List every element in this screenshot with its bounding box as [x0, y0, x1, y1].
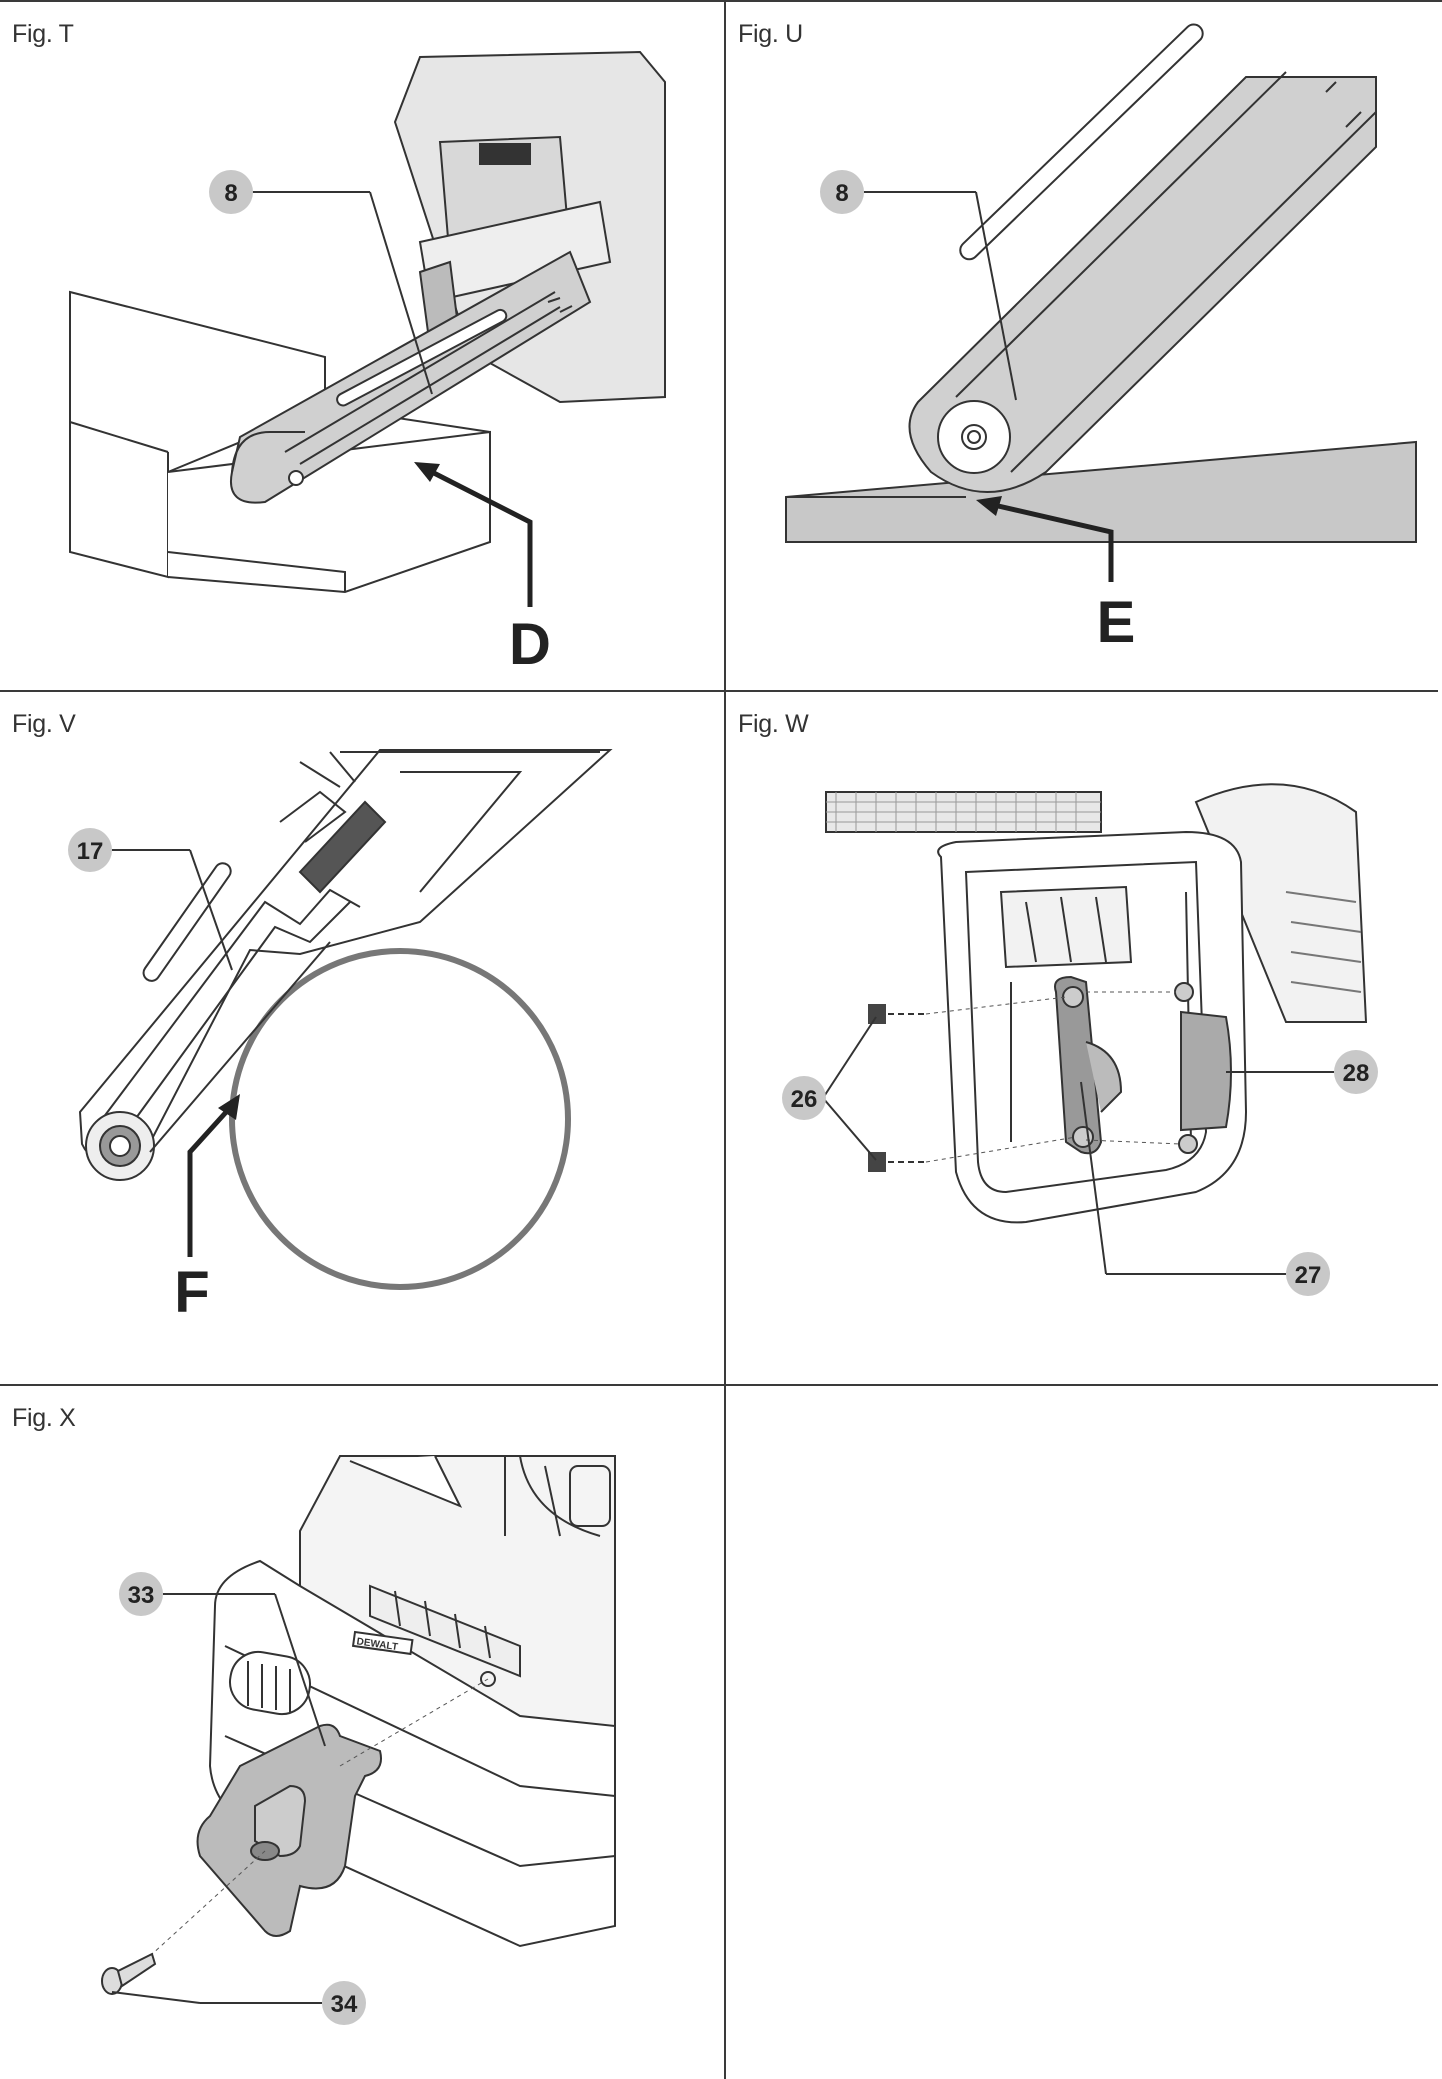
figure-w-label: Fig. W — [738, 710, 809, 738]
callout-28-text: 28 — [1343, 1060, 1370, 1087]
callout-8-u: 8 — [820, 170, 1017, 401]
callout-34-text: 34 — [331, 1991, 358, 2018]
callout-8-t: 8 — [209, 170, 433, 395]
arrow-d: D — [414, 462, 551, 677]
callout-27-text: 27 — [1295, 1262, 1322, 1289]
center-divider — [724, 0, 726, 2079]
figure-t-illustration: 8 D — [69, 50, 666, 677]
row-divider-2 — [0, 1384, 1438, 1386]
figure-t: Fig. T — [0, 2, 724, 690]
letter-e: E — [1097, 590, 1136, 655]
figure-v-label: Fig. V — [12, 710, 76, 738]
callout-28: 28 — [1226, 1050, 1378, 1094]
callout-33: 33 — [119, 1572, 326, 1747]
row-divider-1 — [0, 690, 1438, 692]
callout-17-text: 17 — [77, 838, 104, 865]
figure-w-illustration: 26 28 27 — [782, 783, 1378, 1296]
callout-26-text: 26 — [791, 1086, 818, 1113]
callout-26: 26 — [782, 1016, 877, 1161]
figure-u-label: Fig. U — [738, 20, 803, 48]
figure-w: Fig. W — [726, 692, 1438, 1384]
figure-x-illustration: DEWALT 33 34 — [101, 1455, 616, 2025]
arrow-f: F — [174, 1094, 240, 1325]
letter-f: F — [174, 1260, 209, 1325]
callout-17: 17 — [68, 828, 233, 971]
figure-x-label: Fig. X — [12, 1404, 76, 1432]
figure-v-illustration: 17 F — [68, 749, 613, 1325]
callout-8-t-text: 8 — [224, 180, 237, 207]
figure-v: Fig. V 17 — [0, 692, 724, 1384]
callout-33-text: 33 — [128, 1582, 155, 1609]
callout-8-u-text: 8 — [835, 180, 848, 207]
top-border — [0, 0, 1442, 2]
letter-d: D — [509, 612, 551, 677]
empty-cell — [726, 1386, 1438, 2079]
figure-t-label: Fig. T — [12, 20, 74, 48]
figure-x: Fig. X DEWALT — [0, 1386, 724, 2079]
figure-u-illustration: 8 E — [785, 23, 1417, 655]
callout-27: 27 — [1080, 1081, 1330, 1296]
figure-u: Fig. U 8 E — [726, 2, 1438, 690]
arrow-e: E — [976, 496, 1135, 655]
callout-34: 34 — [111, 1981, 366, 2025]
